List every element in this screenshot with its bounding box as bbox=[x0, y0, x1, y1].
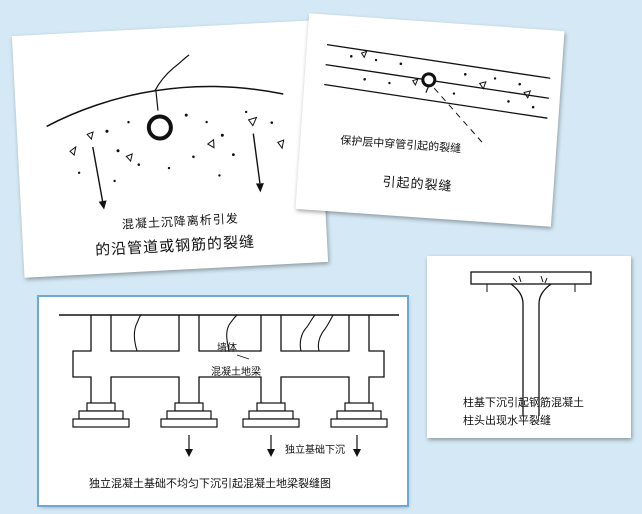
column-crack-drawing bbox=[470, 271, 592, 416]
foundation-crack-card: 墙体 混凝土地梁 独立基础下沉 独立混凝土基础不均匀下沉引起混凝土地梁裂缝图 bbox=[39, 297, 407, 505]
cover-crack-card: 保护层中穿管引起的裂缝 引起的裂缝 bbox=[295, 13, 565, 227]
cover-crack-drawing bbox=[324, 43, 551, 147]
column-crack-card: 柱基下沉引起钢筋混凝土 柱头出现水平裂缝 bbox=[427, 256, 631, 438]
column-caption-line2: 柱头出现水平裂缝 bbox=[463, 414, 551, 427]
settlement-label: 独立基础下沉 bbox=[285, 445, 345, 456]
settlement-crack-drawing bbox=[46, 54, 285, 210]
foundation-crack-drawing bbox=[59, 314, 399, 457]
foundation-caption: 独立混凝土基础不均匀下沉引起混凝土地梁裂缝图 bbox=[89, 477, 331, 490]
column-caption-line1: 柱基下沉引起钢筋混凝土 bbox=[463, 396, 584, 409]
beam-label: 混凝土地梁 bbox=[211, 367, 261, 378]
wall-label: 墙体 bbox=[217, 343, 237, 354]
settlement-crack-card: 混凝土沉降离析引发 的沿管道或钢筋的裂缝 bbox=[11, 20, 329, 278]
